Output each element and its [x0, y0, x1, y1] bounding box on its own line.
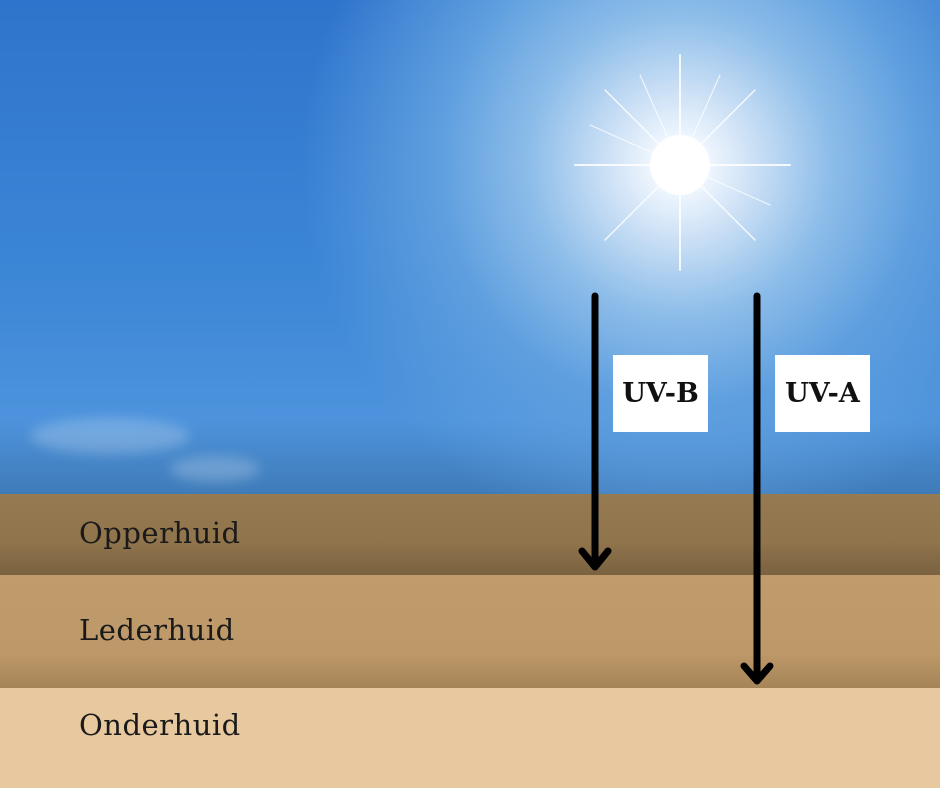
sun-icon [0, 0, 940, 494]
layer-lederhuid: Lederhuid [0, 575, 940, 688]
sky-background [0, 0, 940, 494]
uv-a-label: UV-A [785, 378, 860, 409]
uv-b-label: UV-B [622, 378, 699, 409]
uv-b-label-box: UV-B [613, 355, 708, 432]
layer-opperhuid: Opperhuid [0, 494, 940, 575]
layer-onderhuid: Onderhuid [0, 688, 940, 788]
uv-a-arrow-icon [740, 292, 774, 685]
cloud [170, 456, 260, 482]
layer-label-lederhuid: Lederhuid [79, 613, 235, 647]
uv-a-label-box: UV-A [775, 355, 870, 432]
layer-label-onderhuid: Onderhuid [79, 708, 241, 742]
cloud [30, 418, 190, 454]
uv-b-arrow-icon [578, 292, 612, 571]
layer-label-opperhuid: Opperhuid [79, 516, 241, 550]
